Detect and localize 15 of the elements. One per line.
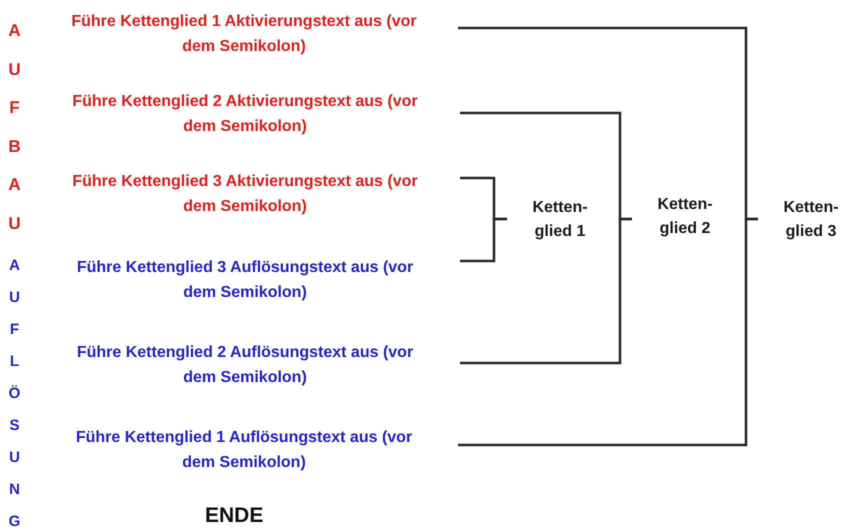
bracket-line	[458, 218, 758, 446]
vertical-word: AUFBAU	[7, 20, 22, 234]
step-text: Führe Kettenglied 2 Aktivierungstext aus (vor dem Semikolon)	[71, 92, 419, 137]
step-text: Führe Kettenglied 1 Aktivierungstext aus (vor dem Semikolon)	[70, 12, 418, 57]
end-label: ENDE	[205, 503, 264, 529]
bracket-line	[460, 218, 507, 262]
vertical-word: AUFLÖSUNG	[8, 256, 22, 529]
step-text: Führe Kettenglied 2 Auflösungstext aus (vor dem Semikolon)	[76, 343, 414, 388]
step-text: Führe Kettenglied 1 Auflösungstext aus (vor dem Semikolon)	[74, 428, 414, 473]
bracket-line	[460, 218, 632, 364]
step-text: Führe Kettenglied 3 Aktivierungstext aus (vor dem Semikolon)	[71, 172, 419, 217]
bracket-label: Ketten- glied 3	[782, 198, 840, 242]
bracket-label: Ketten- glied 2	[656, 195, 714, 239]
bracket-label: Ketten- glied 1	[531, 198, 589, 242]
step-text: Führe Kettenglied 3 Auflösungstext aus (vor dem Semikolon)	[76, 258, 414, 303]
